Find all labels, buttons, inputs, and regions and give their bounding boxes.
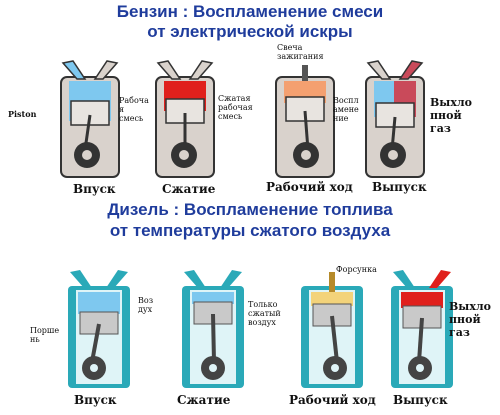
gasoline-compressed-mix-label: Сжатая рабочая смесь: [218, 94, 253, 121]
injector-label: Форсунка: [336, 265, 377, 274]
gasoline-title-line2: от электрической искры: [147, 22, 353, 41]
gasoline-title-line1: Бензин : Воспламенение смеси: [116, 2, 384, 21]
diesel-stroke-intake: Впуск: [74, 393, 117, 407]
diesel-compression-diagram: [182, 270, 244, 388]
diesel-title-line2: от температуры сжатого воздуха: [109, 221, 391, 240]
diesel-stroke-power: Рабочий ход: [289, 393, 376, 407]
diesel-air-label: Воз дух: [138, 296, 154, 314]
diesel-exhaust-gas-label: Выхло пной газ: [449, 300, 491, 339]
gasoline-compression-diagram: [155, 60, 215, 178]
gasoline-piston-label: Piston: [8, 109, 37, 119]
diesel-stroke-exhaust: Выпуск: [393, 393, 448, 407]
spark-plug-label: Свеча зажигания: [277, 43, 324, 61]
gasoline-stroke-exhaust: Выпуск: [372, 180, 427, 194]
diesel-title-line1: Дизель : Воспламенение топлива: [107, 200, 393, 219]
gasoline-stroke-compression: Сжатие: [162, 182, 216, 196]
diesel-exhaust-diagram: [391, 270, 453, 388]
gasoline-exhaust-gas-label: Выхло пной газ: [430, 96, 472, 135]
gasoline-ignition-label: Воспл амене ние: [333, 96, 359, 123]
diesel-intake-diagram: [68, 270, 130, 388]
gasoline-exhaust-diagram: [365, 60, 425, 178]
gasoline-stroke-intake: Впуск: [73, 182, 116, 196]
diesel-stroke-compression: Сжатие: [177, 393, 231, 407]
diesel-power-diagram: [301, 272, 363, 388]
gasoline-stroke-power: Рабочий ход: [266, 180, 353, 194]
gasoline-working-mix-label: Рабоча я смесь: [119, 96, 149, 123]
diesel-piston-label: Порше нь: [30, 326, 60, 344]
gasoline-power-diagram: [275, 65, 335, 178]
diesel-compressed-air-label: Только сжатый воздух: [248, 300, 281, 327]
gasoline-intake-diagram: [60, 60, 120, 178]
